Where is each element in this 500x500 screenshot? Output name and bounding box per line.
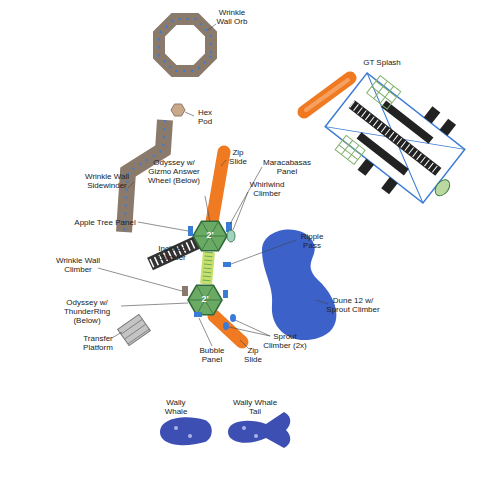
- dune-mound: [262, 229, 336, 340]
- platform-body: [118, 314, 151, 345]
- wrinkle-wall-climber: [182, 286, 188, 296]
- gt-brace: [325, 73, 465, 203]
- sprout-climber: [223, 322, 229, 330]
- gt-net: [367, 76, 401, 109]
- leader-line: [235, 320, 270, 336]
- hex-deck: [188, 285, 222, 314]
- leader-lines: [98, 24, 328, 348]
- leader-line: [233, 192, 248, 230]
- leader-line: [229, 327, 270, 336]
- part-label: Odyssey w/ Gizmo Answer Wheel (Below): [142, 158, 206, 185]
- bubble-panel: [194, 312, 202, 317]
- leader-line: [231, 240, 296, 264]
- part-label: Hex Pod: [194, 108, 216, 126]
- leader-line: [112, 332, 122, 338]
- deck-height: 2': [203, 231, 217, 240]
- leader-line: [128, 182, 134, 188]
- part-label: Inclined Climber: [152, 244, 192, 262]
- gt-splash-structure: [317, 62, 483, 221]
- part-label: Zip Slide: [238, 346, 268, 364]
- gt-net: [335, 135, 365, 164]
- leader-line: [221, 160, 226, 166]
- orb-wall: [159, 19, 211, 71]
- whale-spot: [242, 426, 246, 430]
- part-label: Transfer Platform: [74, 334, 122, 352]
- leader-line: [205, 196, 210, 222]
- leader-line: [185, 112, 194, 116]
- part-label: Wally Whale Tail: [226, 398, 284, 416]
- panel: [188, 226, 193, 236]
- leader-line: [208, 24, 216, 30]
- gt-tube: [349, 100, 442, 176]
- wally-whale-tail: [228, 412, 290, 448]
- whale-spot: [188, 434, 192, 438]
- hex-pod: [171, 104, 185, 116]
- gt-step: [358, 159, 374, 176]
- part-label: Wrinkle Wall Climber: [56, 256, 100, 274]
- gt-step: [424, 106, 440, 123]
- transfer-platform: [118, 314, 151, 345]
- platform-steps: [121, 319, 149, 344]
- deck-lines: [188, 285, 222, 314]
- part-label: Maracabasas Panel: [260, 158, 314, 176]
- whale-spot: [254, 434, 258, 438]
- leader-line: [138, 222, 188, 231]
- part-label: Wrinkle Wall Sidewinder: [84, 172, 130, 190]
- bridge-planks: [206, 252, 209, 284]
- panel: [223, 290, 228, 298]
- gt-step: [440, 119, 456, 136]
- part-label: Ripple Pass: [294, 232, 330, 250]
- inclined-climber: [150, 242, 198, 264]
- zip-slide-tube: [212, 152, 224, 222]
- part-label: Bubble Panel: [196, 346, 228, 364]
- leader-line: [199, 318, 212, 346]
- wally-whale: [160, 417, 212, 445]
- whirlwind-climber: [227, 230, 235, 242]
- gt-brace: [325, 73, 465, 203]
- part-label: Wrinkle Wall Orb: [214, 8, 250, 26]
- bridge: [206, 252, 209, 284]
- leader-line: [98, 268, 182, 291]
- ripple-pass: [223, 262, 231, 267]
- climber-rungs: [150, 242, 198, 264]
- leader-line: [240, 340, 248, 348]
- part-label: Wally Whale: [158, 398, 194, 416]
- part-label: Whirlwind Climber: [244, 180, 290, 198]
- gt-frame: [325, 73, 465, 203]
- part-label: Sprout Climber (2x): [262, 332, 308, 350]
- hex-deck: [193, 221, 227, 250]
- deck-lines: [193, 221, 227, 250]
- gt-panel: [432, 177, 453, 199]
- part-label: Zip Slide: [224, 148, 252, 166]
- part-label: GT Splash: [352, 58, 412, 67]
- sprout-climber: [230, 314, 236, 322]
- leader-line: [121, 303, 188, 306]
- gt-step: [381, 177, 397, 194]
- orb-wall-dots: [159, 19, 211, 71]
- leader-line: [316, 300, 328, 304]
- whale-spot: [174, 426, 178, 430]
- part-label: Dune 12 w/ Sprout Climber: [326, 296, 380, 314]
- part-label: Odyssey w/ ThunderRing (Below): [52, 298, 122, 325]
- part-label: Apple Tree Panel: [70, 218, 140, 227]
- deck-height: 2': [198, 295, 212, 304]
- gt-bar: [357, 132, 409, 175]
- gt-slide: [304, 78, 350, 112]
